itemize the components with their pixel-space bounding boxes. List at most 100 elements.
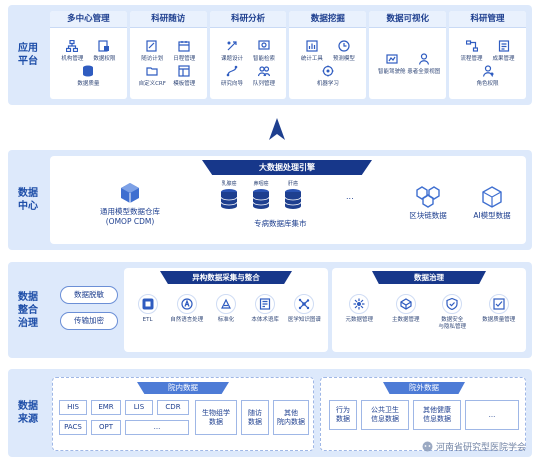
ontology-icon: [255, 294, 276, 314]
data-center-layer: 数据中心 大数据处理引擎 通用模型数据仓库 (OMOP CDM) 乳腺癌 鼻咽癌…: [8, 150, 532, 250]
more-databases-ellipsis: ...: [346, 192, 354, 201]
process-item: 数据质量管理: [482, 294, 516, 331]
app-function-item: 数据质量: [73, 65, 103, 87]
app-function-item: 机构管理: [57, 40, 87, 62]
process-label: 医学知识图谱: [287, 317, 321, 323]
disease-database-group: 乳腺癌 鼻咽癌 肝癌: [220, 180, 302, 210]
people-icon: [258, 65, 271, 77]
app-module-title: 数据挖掘: [289, 11, 367, 28]
data-governance-panel: 数据治理 元数据管理主数据管理数据安全 与隐私管理数据质量管理: [332, 268, 526, 352]
calendar-icon: [178, 40, 190, 52]
data-center-layer-label: 数据中心: [18, 188, 38, 212]
process-item: 自然语言处理: [170, 294, 204, 324]
database-icon: [220, 189, 238, 209]
app-function-label: 随访计划: [141, 56, 164, 62]
process-item: 标准化: [209, 294, 243, 324]
app-function-label: 角色权限: [476, 81, 499, 87]
app-module-items: 统计工具 预测模型机器学习: [289, 28, 366, 99]
app-module-items: 流程管理 成果管理角色权限: [449, 28, 526, 99]
org-tree-icon: [66, 40, 79, 52]
app-function-label: 流程管理: [460, 56, 483, 62]
masterdata-icon: [395, 294, 416, 314]
integration-title-bar: 异构数据采集与整合: [160, 271, 292, 284]
behavior-data-cell: 行为 数据: [329, 400, 357, 430]
app-module-1: 多中心管理机构管理数据权限数据质量: [50, 11, 127, 99]
blockchain-icon: [416, 186, 440, 208]
app-function-label: 预测模型: [332, 56, 355, 62]
app-function-label: 成果管理: [492, 56, 515, 62]
bar-chart-icon: [306, 40, 318, 52]
database-icon: [252, 189, 270, 209]
data-masking-pill: 数据脱敏: [60, 286, 118, 304]
cube-stack-icon: [121, 183, 139, 203]
database-icon: [284, 189, 302, 209]
process-item: 元数据管理: [342, 294, 376, 331]
his-cell: HIS: [59, 400, 87, 415]
app-function-item: 智能检索: [249, 40, 279, 62]
transport-encryption-pill: 传输加密: [60, 312, 118, 330]
app-function-item: 机器学习: [313, 65, 343, 87]
omop-warehouse: 通用模型数据仓库 (OMOP CDM): [80, 182, 180, 227]
app-module-items: 机构管理数据权限数据质量: [50, 28, 127, 99]
app-function-item: 数据权限: [89, 40, 119, 62]
app-function-label: 自定义CRF: [138, 81, 166, 87]
database-icon: [82, 65, 94, 77]
application-layer-label: 应用平台: [18, 43, 38, 67]
app-function-label: 研究向导: [221, 81, 244, 87]
governance-layer-label: 数据整合治理: [18, 291, 38, 329]
disease-db-mart-title: 专病数据库集市: [254, 219, 307, 228]
process-item: 主数据管理: [389, 294, 423, 331]
app-function-label: 患者全景视图: [407, 68, 441, 75]
app-function-label: 日程管理: [173, 56, 196, 62]
etl-icon: [137, 294, 158, 314]
internal-more-cell: ...: [125, 420, 189, 435]
role-icon: [482, 65, 494, 77]
app-function-label: 统计工具: [300, 56, 323, 62]
ai-cube-icon: [482, 186, 502, 208]
app-function-item: 随访计划: [137, 40, 167, 62]
app-function-label: 数据权限: [93, 56, 116, 62]
data-source-layer: 数据来源 院内数据 HIS EMR LIS CDR PACS OPT ... 生…: [8, 369, 532, 457]
source-layer-label: 数据来源: [18, 401, 38, 425]
chat-bubble-icon: [422, 441, 433, 452]
app-function-item: 成果管理: [489, 40, 519, 62]
app-module-title: 科研管理: [449, 11, 526, 28]
opt-cell: OPT: [91, 420, 121, 435]
quality-icon: [488, 294, 509, 314]
lock-doc-icon: [98, 40, 110, 52]
internal-data-title: 院内数据: [137, 382, 229, 394]
app-function-item: 统计工具: [297, 40, 327, 62]
clock-chart-icon: [338, 40, 350, 52]
nasopharyngeal-cancer-db: 鼻咽癌: [252, 180, 270, 210]
patient-icon: [418, 52, 430, 65]
app-module-title: 科研分析: [209, 11, 287, 28]
nlp-icon: [176, 294, 197, 314]
app-function-item: 角色权限: [473, 65, 503, 87]
lis-cell: LIS: [125, 400, 153, 415]
process-label: 元数据管理: [345, 317, 373, 323]
security-icon: [442, 294, 463, 314]
emr-cell: EMR: [91, 400, 121, 415]
app-module-4: 数据挖掘统计工具 预测模型机器学习: [289, 11, 367, 99]
external-data-panel: 院外数据 行为 数据 公共卫生 信息数据 其他健康 信息数据 ...: [320, 377, 526, 451]
other-health-data-cell: 其他健康 信息数据: [413, 400, 461, 430]
process-item: 本体术语库: [248, 294, 282, 324]
internal-data-panel: 院内数据 HIS EMR LIS CDR PACS OPT ... 生物组学 数…: [52, 377, 314, 451]
process-label: 本体术语库: [251, 317, 279, 323]
app-function-item: 预测模型: [329, 40, 359, 62]
result-icon: [498, 40, 510, 52]
app-module-title: 多中心管理: [50, 11, 127, 28]
edit-doc-icon: [146, 40, 158, 52]
process-item: 医学知识图谱: [287, 294, 321, 324]
app-function-label: 机器学习: [316, 81, 339, 87]
data-center-panel: 大数据处理引擎 通用模型数据仓库 (OMOP CDM) 乳腺癌 鼻咽癌 肝癌: [50, 156, 526, 244]
ai-model-data: AI模型数据: [462, 186, 522, 221]
process-label: 标准化: [217, 317, 235, 323]
app-function-label: 队列管理: [253, 81, 276, 87]
app-function-item: 课题设计: [217, 40, 247, 62]
app-function-item: 患者全景视图: [407, 52, 441, 75]
app-function-label: 模板管理: [173, 81, 196, 87]
